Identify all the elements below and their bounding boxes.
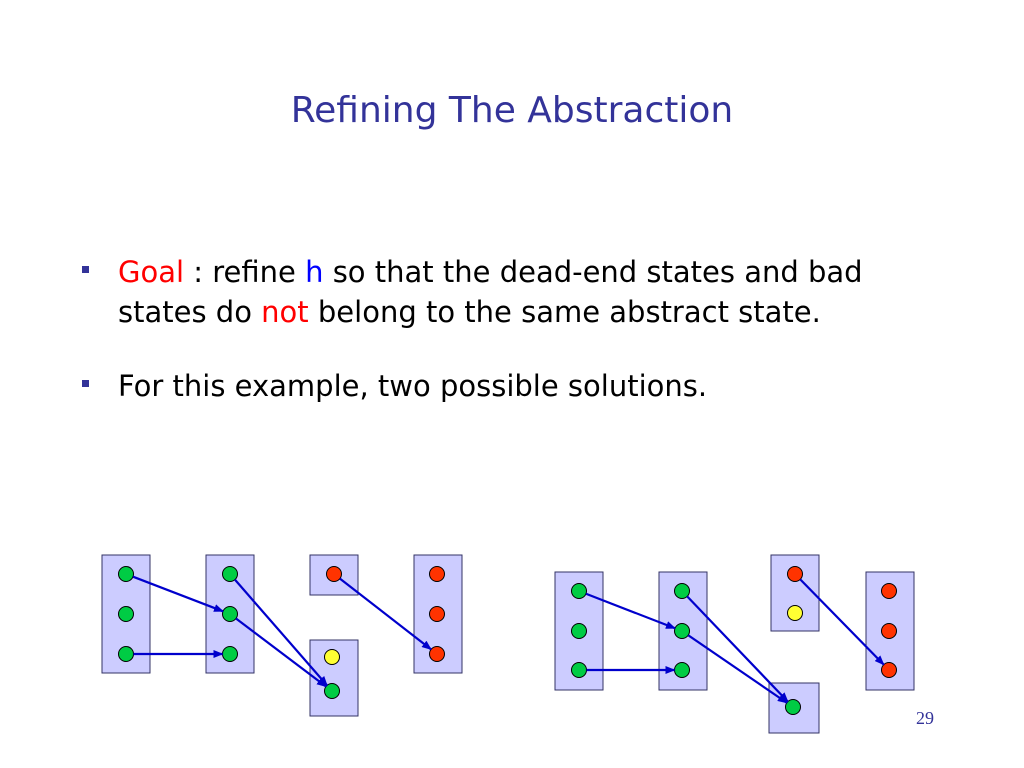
state-good	[674, 623, 690, 639]
state-good	[118, 566, 134, 582]
solution-2-diagram	[554, 554, 915, 734]
state-good	[674, 662, 690, 678]
state-bad	[326, 566, 342, 582]
state-bad	[429, 606, 445, 622]
abstraction-symbol: h	[305, 255, 324, 289]
transition-arrow	[235, 617, 327, 688]
state-bad	[881, 623, 897, 639]
state-good	[571, 662, 587, 678]
goal-label: Goal	[118, 255, 185, 289]
state-bad	[881, 662, 897, 678]
bullet-text: so that the dead-end states and bad stat…	[118, 255, 863, 329]
state-dead-end	[324, 649, 340, 665]
state-good	[785, 699, 801, 715]
solution-1-diagram	[101, 554, 463, 717]
emphasis-not: not	[261, 295, 309, 329]
bullet-text: For this example, two possible solutions…	[118, 369, 708, 403]
page-number: 29	[916, 708, 934, 728]
state-bad	[881, 583, 897, 599]
transition-arrow	[799, 578, 885, 666]
bullet-square-icon	[82, 266, 89, 273]
transition-arrow	[132, 575, 224, 613]
state-bad	[787, 566, 803, 582]
slide-title: Refining The Abstraction	[290, 90, 734, 131]
transition-arrow	[585, 592, 676, 630]
bullet-item-goal: Goal : refine h so that the dead-end sta…	[78, 252, 898, 332]
bullet-square-icon	[82, 380, 89, 387]
bullet-item-example: For this example, two possible solutions…	[78, 366, 898, 406]
state-good	[571, 623, 587, 639]
state-good	[222, 566, 238, 582]
transition-arrow	[686, 595, 789, 703]
state-good	[118, 606, 134, 622]
state-good	[571, 583, 587, 599]
state-good	[118, 646, 134, 662]
bullet-list: Goal : refine h so that the dead-end sta…	[78, 252, 898, 406]
state-good	[222, 646, 238, 662]
state-bad	[429, 646, 445, 662]
state-dead-end	[787, 605, 803, 621]
transition-arrow	[234, 578, 328, 687]
state-good	[674, 583, 690, 599]
transition-arrow	[687, 634, 788, 704]
state-good	[324, 683, 340, 699]
transition-arrow	[339, 577, 432, 651]
bullet-text: : refine	[184, 255, 306, 289]
state-good	[222, 606, 238, 622]
state-bad	[429, 566, 445, 582]
bullet-text: belong to the same abstract state.	[308, 295, 821, 329]
